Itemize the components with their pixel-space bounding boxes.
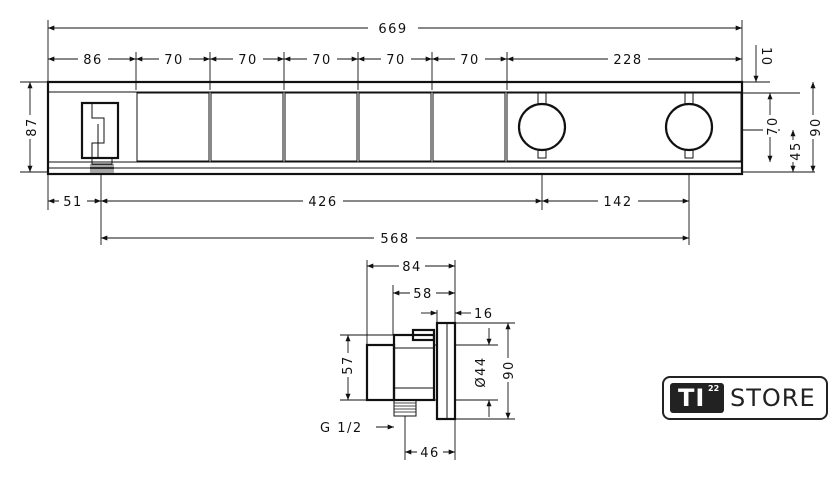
dim-seg-70-5: 70 bbox=[460, 53, 480, 68]
dim-side-g12: G 1/2 bbox=[320, 421, 363, 436]
dim-seg-70-1: 70 bbox=[164, 53, 184, 68]
store-logo: TI 22 STORE bbox=[662, 376, 828, 420]
shower-holder bbox=[80, 101, 120, 160]
logo-store-text: STORE bbox=[730, 384, 816, 412]
front-view: 669 86 70 70 70 70 70 228 10 bbox=[20, 20, 824, 247]
logo-mark: TI 22 bbox=[670, 383, 724, 413]
dim-height-87: 87 bbox=[25, 117, 40, 137]
outlet-thread bbox=[393, 399, 417, 417]
dim-right-70: 70 bbox=[766, 116, 781, 136]
dim-side-46: 46 bbox=[420, 446, 440, 461]
dim-top-10: 10 bbox=[758, 47, 773, 67]
main-plate bbox=[46, 80, 744, 176]
dim-bottom-426: 426 bbox=[308, 195, 337, 210]
logo-superscript: 22 bbox=[708, 384, 720, 393]
dim-side-16: 16 bbox=[474, 307, 494, 322]
logo-ti-text: TI bbox=[678, 384, 706, 412]
dim-seg-70-2: 70 bbox=[238, 53, 258, 68]
dim-seg-86: 86 bbox=[83, 53, 103, 68]
dim-right-90: 90 bbox=[809, 117, 824, 137]
dim-bottom-568: 568 bbox=[380, 232, 409, 247]
dim-bottom-142: 142 bbox=[603, 195, 632, 210]
side-view: 84 58 16 57 bbox=[320, 258, 517, 461]
dim-bottom-51: 51 bbox=[63, 195, 83, 210]
button-panel-2 bbox=[210, 92, 284, 162]
button-panel-5 bbox=[432, 92, 506, 162]
dim-side-57: 57 bbox=[341, 355, 356, 375]
dim-side-58: 58 bbox=[413, 287, 433, 302]
valve-body bbox=[365, 343, 396, 402]
button-panel-4 bbox=[358, 92, 432, 162]
dim-side-90: 90 bbox=[502, 360, 517, 380]
dim-seg-70-4: 70 bbox=[386, 53, 406, 68]
dim-overall-width: 669 bbox=[378, 22, 407, 37]
cover-plate bbox=[435, 321, 457, 421]
button-panel-1 bbox=[136, 92, 210, 162]
dim-side-84: 84 bbox=[402, 260, 422, 275]
button-panel-3 bbox=[284, 92, 358, 162]
dim-seg-228: 228 bbox=[613, 53, 642, 68]
dim-seg-70-3: 70 bbox=[312, 53, 332, 68]
thermostat-panel bbox=[506, 92, 742, 162]
thermostat-knob-right bbox=[664, 91, 714, 159]
dim-right-45: 45 bbox=[789, 141, 804, 161]
dim-side-d44: Ø44 bbox=[474, 356, 489, 387]
thermostat-knob-left bbox=[517, 91, 567, 159]
